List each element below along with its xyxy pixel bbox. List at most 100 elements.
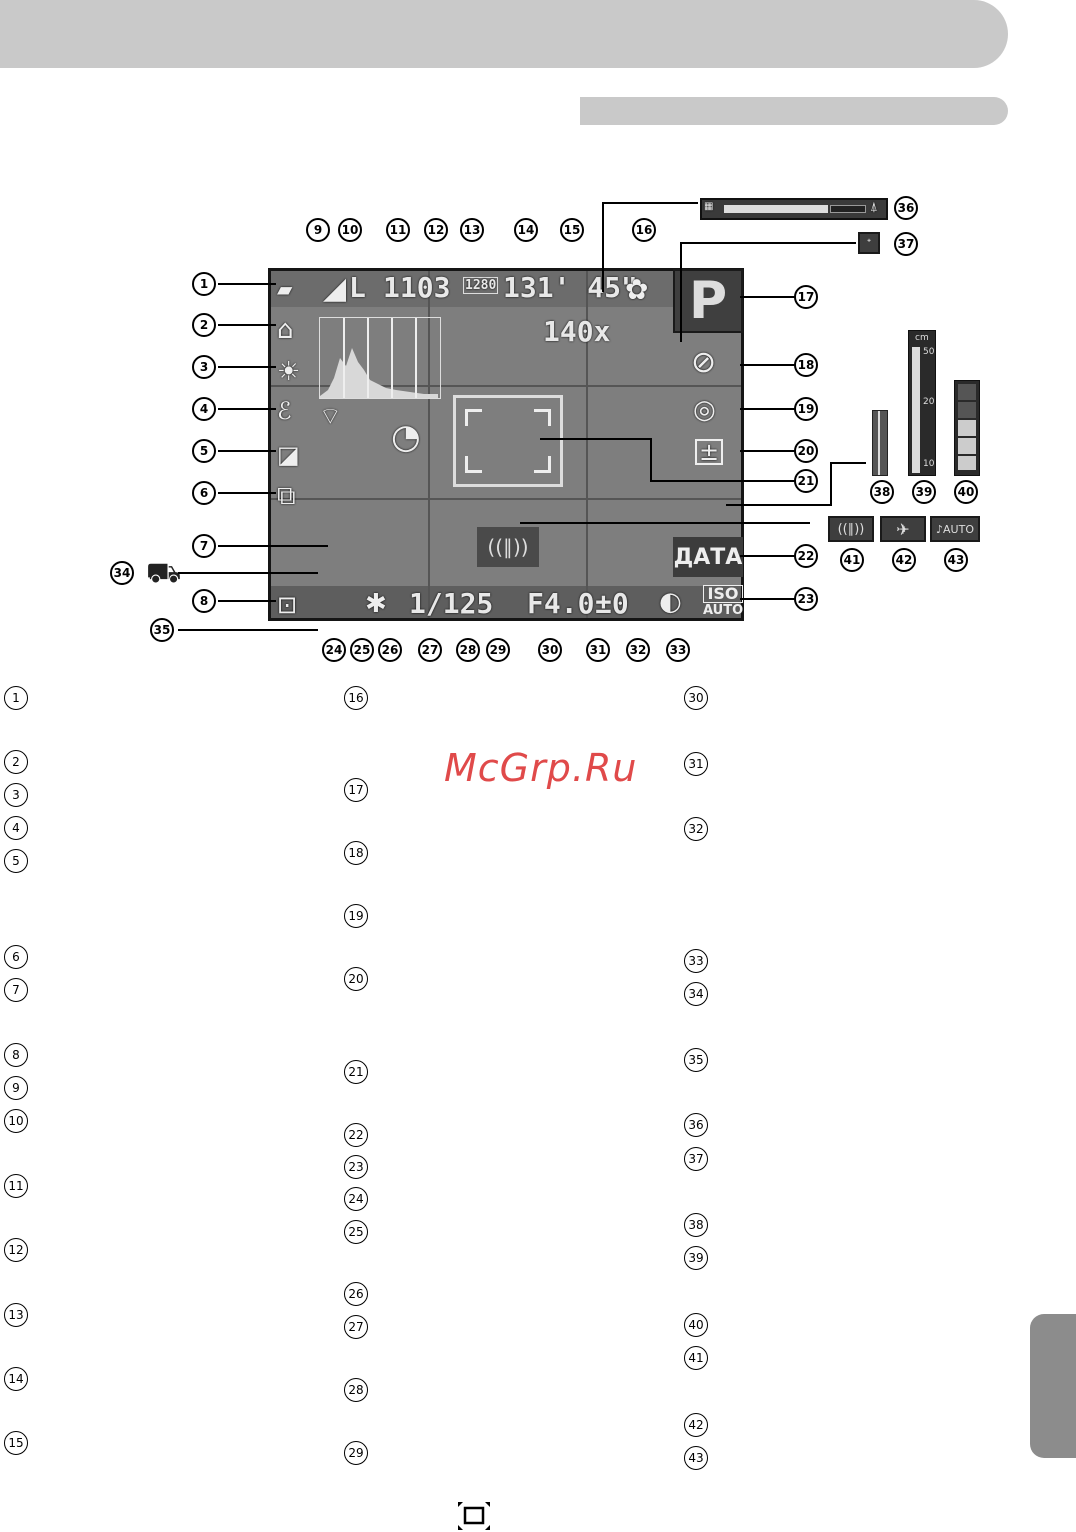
callout-number: 26 xyxy=(378,638,402,662)
leader-line xyxy=(540,438,650,440)
legend-number: 26 xyxy=(344,1282,368,1306)
focus-bar xyxy=(912,347,920,473)
chapter-tab[interactable] xyxy=(1030,1314,1076,1458)
callout-number: 33 xyxy=(666,638,690,662)
tele-icon: ⍋ xyxy=(870,200,878,215)
iso-indicator: ISO AUTO xyxy=(703,585,743,621)
callout-number: 42 xyxy=(892,548,916,572)
shake-icon-box: ((∥)) xyxy=(828,516,874,542)
leader-line xyxy=(218,408,276,410)
callout-number: 39 xyxy=(912,480,936,504)
legend-number: 23 xyxy=(344,1155,368,1179)
drive-mode-icon: ⧉ xyxy=(277,481,296,511)
level-meter xyxy=(954,380,980,476)
leader-line xyxy=(740,364,796,366)
iso-label: ISO xyxy=(703,585,743,603)
callout-number: 31 xyxy=(586,638,610,662)
wifi-icon: ⌔ xyxy=(319,402,342,430)
af-corner xyxy=(534,456,551,473)
legend-number: 20 xyxy=(344,967,368,991)
legend-number: 22 xyxy=(344,1123,368,1147)
mf-indicator xyxy=(872,410,888,476)
ae-lock-icon: ✱ xyxy=(365,589,387,619)
digital-zoom: 140x xyxy=(543,315,611,348)
legend-number: 40 xyxy=(684,1313,708,1337)
legend-number: 1 xyxy=(4,686,28,710)
callout-number: 14 xyxy=(514,218,538,242)
leader-line xyxy=(218,492,276,494)
metering-icon: ⊡ xyxy=(277,591,298,619)
af-corner xyxy=(534,409,551,426)
callout-number: 25 xyxy=(350,638,374,662)
wide-icon: ▦ xyxy=(704,201,714,212)
battery-icon: ▰ xyxy=(277,277,293,301)
level-cell xyxy=(958,438,976,454)
shutter-speed: 1/125 xyxy=(409,587,494,620)
legend-number: 18 xyxy=(344,841,368,865)
image-stabilizer-icon: ◎ xyxy=(693,395,716,425)
screen-bottom-strip xyxy=(271,586,741,618)
level-cell xyxy=(958,384,976,400)
shots-remaining: 1103 xyxy=(383,271,451,304)
leader-line xyxy=(178,629,318,631)
movie-resolution: 1280 xyxy=(463,277,499,294)
legend-number: 11 xyxy=(4,1174,28,1198)
wind-filter-icon: ♪AUTO xyxy=(930,516,980,542)
legend-number: 25 xyxy=(344,1220,368,1244)
leader-line xyxy=(218,366,276,368)
iso-value: AUTO xyxy=(703,603,744,618)
callout-number: 8 xyxy=(192,589,216,613)
legend-number: 24 xyxy=(344,1187,368,1211)
i-contrast-icon: ◐ xyxy=(659,587,682,617)
leader-line xyxy=(650,480,796,482)
camera-screen: ▰ ◢ L 1103 1280 131' 45" ✿ P ⌂ ☀ ℰ ◪ ⧉ ⌔… xyxy=(268,268,744,621)
af-point xyxy=(465,409,551,473)
callout-number: 2 xyxy=(192,313,216,337)
flash-off-icon: ⊘ xyxy=(691,345,717,380)
callout-number: 36 xyxy=(894,196,918,220)
my-colors-icon: ℰ xyxy=(277,397,292,425)
callout-number: 24 xyxy=(322,638,346,662)
zoom-bar: ▦ ⍋ xyxy=(700,198,888,220)
grid-line xyxy=(271,498,741,500)
af-frame xyxy=(453,395,563,487)
af-corner xyxy=(465,409,482,426)
focus-tick: 50 xyxy=(923,347,935,357)
callout-number: 1 xyxy=(192,272,216,296)
callout-number: 23 xyxy=(794,587,818,611)
histogram xyxy=(319,317,441,399)
legend-number: 29 xyxy=(344,1441,368,1465)
leader-line xyxy=(602,202,698,204)
aperture-value: F4.0 xyxy=(527,587,595,620)
legend-number: 36 xyxy=(684,1113,708,1137)
legend-number: 16 xyxy=(344,686,368,710)
legend-number: 12 xyxy=(4,1238,28,1262)
callout-number: 6 xyxy=(192,481,216,505)
leader-line xyxy=(726,504,830,506)
legend-number: 38 xyxy=(684,1213,708,1237)
callout-number: 20 xyxy=(794,439,818,463)
macro-icon: ✿ xyxy=(625,273,649,306)
callout-number: 28 xyxy=(456,638,480,662)
callout-number: 22 xyxy=(794,544,818,568)
leader-line xyxy=(740,408,796,410)
focus-tick: 20 xyxy=(923,397,935,407)
legend-number: 3 xyxy=(4,783,28,807)
callout-number: 19 xyxy=(794,397,818,421)
compression-icon: ◢ xyxy=(323,271,347,306)
callout-number: 30 xyxy=(538,638,562,662)
legend-number: 15 xyxy=(4,1431,28,1455)
screen-top-strip xyxy=(271,271,741,307)
leader-line xyxy=(740,296,796,298)
callout-number: 7 xyxy=(192,534,216,558)
callout-number: 12 xyxy=(424,218,448,242)
legend-number: 13 xyxy=(4,1303,28,1327)
callout-number: 18 xyxy=(794,353,818,377)
legend-number: 7 xyxy=(4,978,28,1002)
focus-tick: 10 xyxy=(923,459,935,469)
legend-number: 10 xyxy=(4,1109,28,1133)
callout-number: 40 xyxy=(954,480,978,504)
legend-number: 30 xyxy=(684,686,708,710)
leader-line xyxy=(740,555,796,557)
legend-number: 9 xyxy=(4,1076,28,1100)
